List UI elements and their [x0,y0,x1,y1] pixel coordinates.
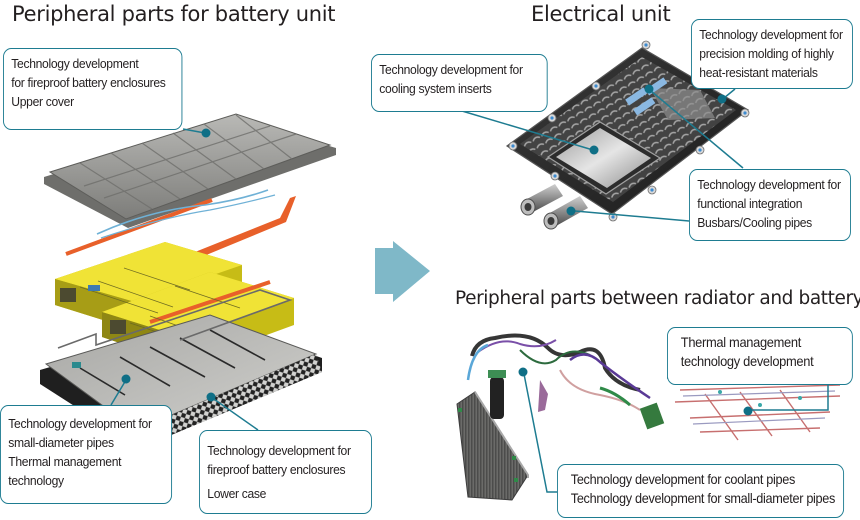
callout-line: precision molding of highly [699,46,834,61]
callout-line: heat-resistant materials [699,65,818,80]
callout-precision-molding: Technology development for precision mol… [691,19,853,89]
electrical-unit-illustration [505,40,750,230]
dot-cooling-inserts [589,145,599,155]
callout-line: small-diameter pipes [8,435,114,450]
callout-line: Technology development for [207,443,351,458]
callout-line: Busbars/Cooling pipes [697,215,812,230]
dot-thermal-mgmt [743,406,753,416]
callout-functional-integration: Technology development for functional in… [689,169,851,241]
callout-line: Technology development for [379,62,523,77]
callout-line: Technology development for [8,416,152,431]
callout-line: fireproof battery enclosures [207,462,346,477]
radiator-battery-title: Peripheral parts between radiator and ba… [455,288,860,309]
flow-arrow-icon [375,241,430,302]
callout-line: Thermal management [680,334,802,350]
callout-line: Technology development for [697,177,841,192]
battery-unit-title: Peripheral parts for battery unit [12,2,336,26]
dot-cooling-pipes [566,206,576,216]
callout-coolant-pipes: Technology development for coolant pipes… [557,464,845,518]
upper-cover-illustration [44,113,336,228]
callout-upper-cover: Technology development for fireproof bat… [3,48,183,130]
callout-line: technology [8,473,64,488]
callout-cooling-inserts: Technology development for cooling syste… [371,54,548,112]
callout-line: Technology development for small-diamete… [570,491,836,506]
callout-line: Technology development for coolant pipes [570,472,796,487]
dot-precision-molding [717,94,727,104]
callout-line: Technology development [11,56,139,71]
callout-line: Upper cover [11,94,74,109]
dot-small-pipes [121,374,131,384]
callout-line: Thermal management [8,454,122,469]
callout-line: technology development [680,353,814,369]
dot-lower-case [206,392,216,402]
dot-busbars [644,84,654,94]
callout-line: functional integration [697,196,803,211]
electrical-unit-title: Electrical unit [531,2,671,26]
callout-thermal-management: Thermal management technology developmen… [667,327,853,385]
callout-small-diameter-pipes: Technology development for small-diamete… [0,405,173,504]
dot-upper-cover [201,128,211,138]
callout-line: Technology development for [699,27,843,42]
callout-lower-case: Technology development for fireproof bat… [199,430,372,514]
callout-line: for fireproof battery enclosures [11,75,166,90]
callout-line: cooling system inserts [379,81,492,96]
radiator-piping-illustration [456,333,841,501]
leader-dots [121,84,753,416]
dot-coolant-pipes [518,367,528,377]
callout-line: Lower case [207,486,267,501]
